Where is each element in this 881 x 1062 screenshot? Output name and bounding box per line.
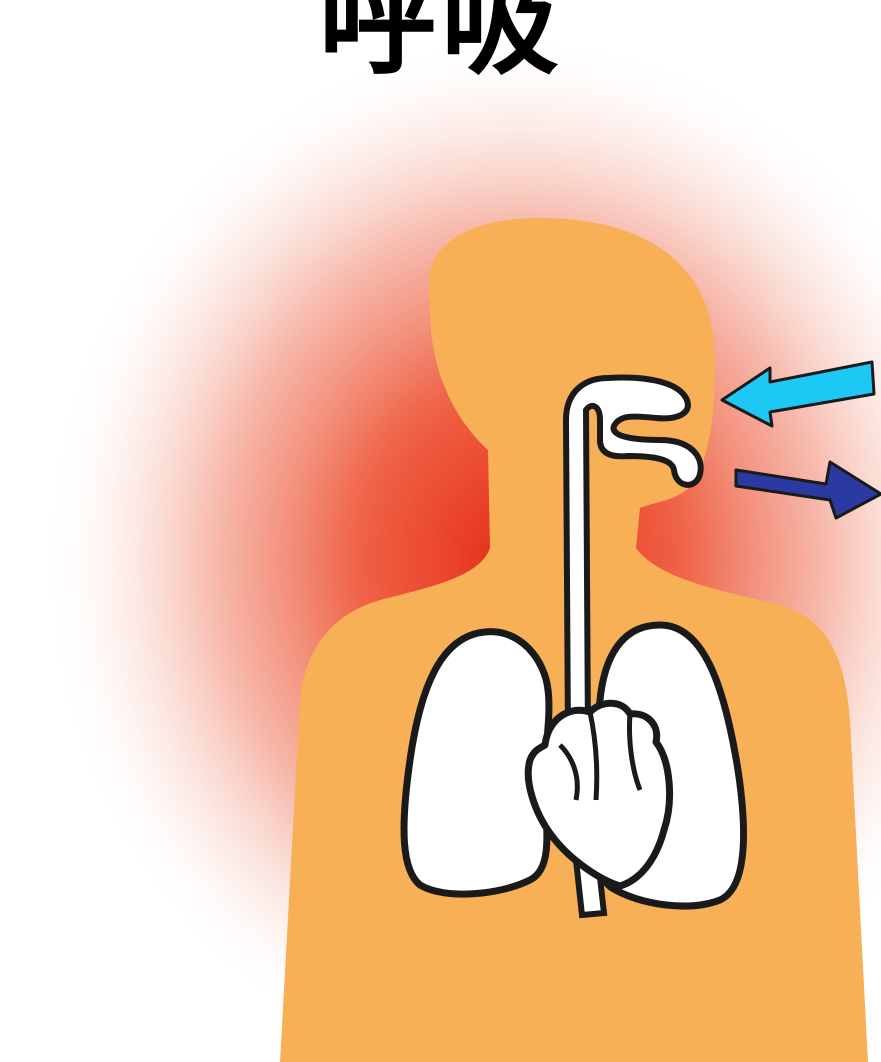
page-title: 呼吸 bbox=[0, 0, 881, 88]
